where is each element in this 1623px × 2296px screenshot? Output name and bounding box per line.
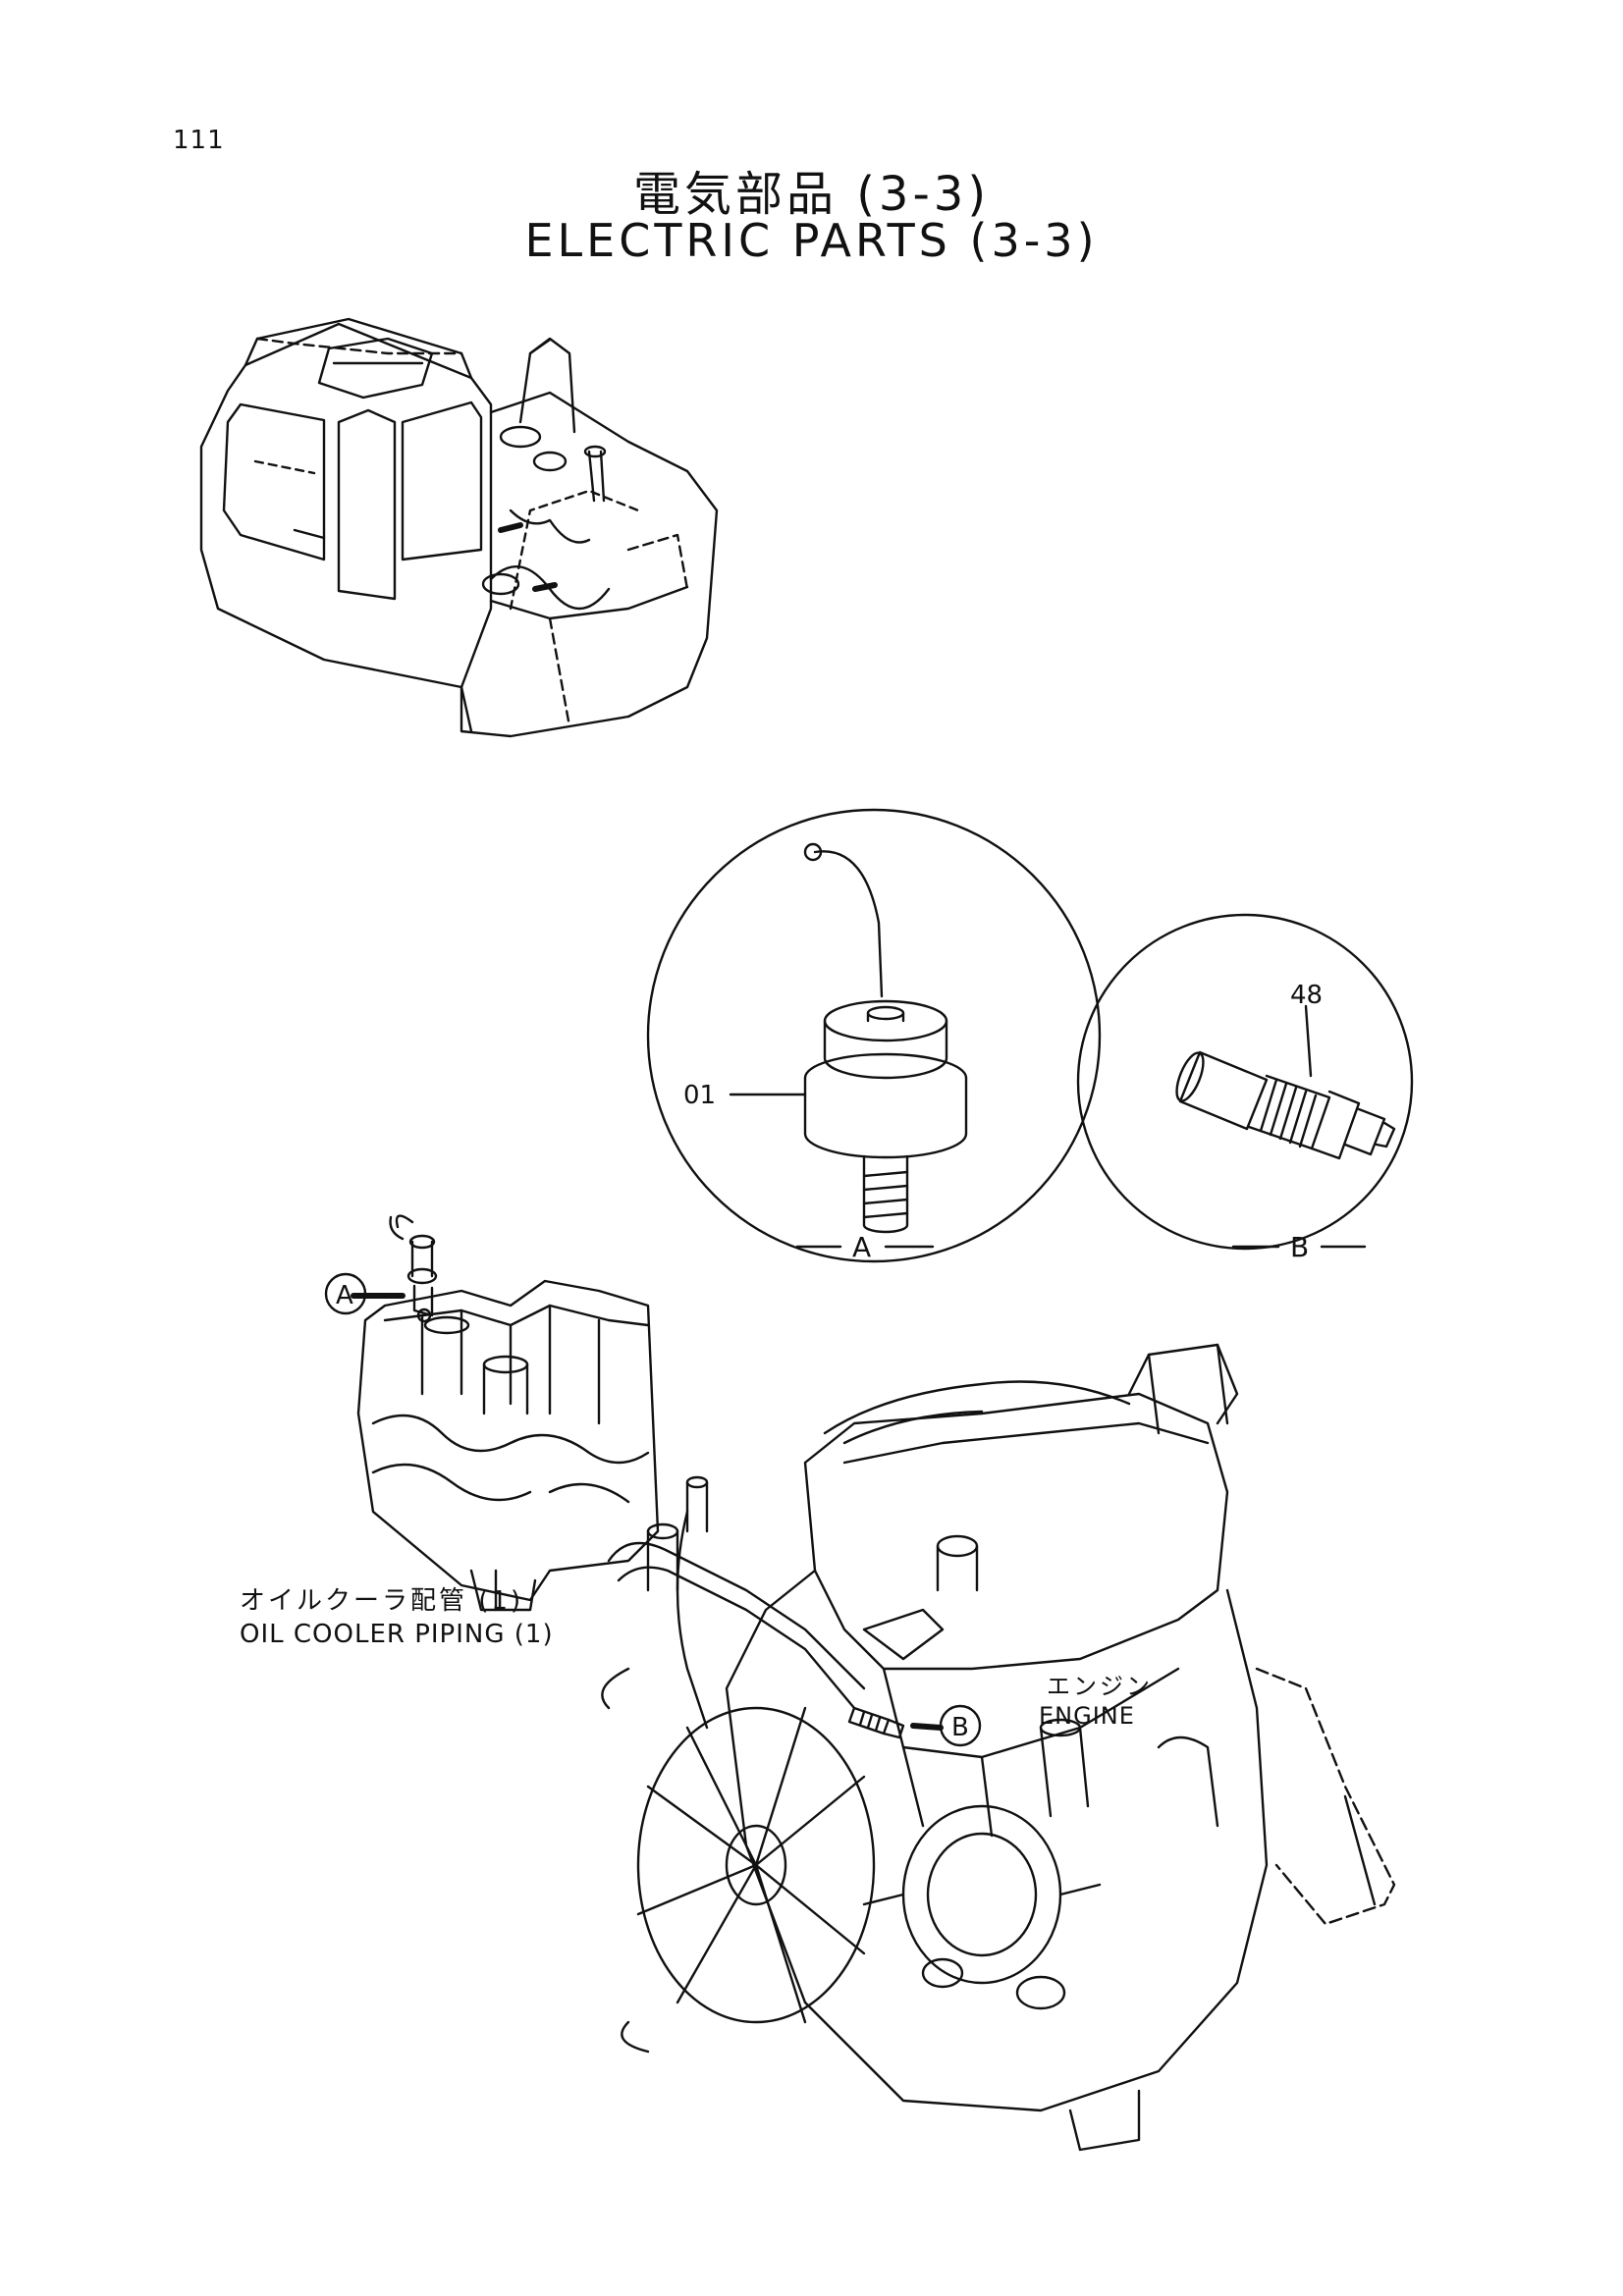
temperature-sensor-illustration — [1175, 1050, 1396, 1160]
callout-a-letter: A — [336, 1281, 353, 1310]
callout-b-letter: B — [951, 1713, 969, 1742]
page-number: 111 — [173, 126, 225, 155]
engine-label-jp: エンジン — [1047, 1673, 1153, 1700]
detail-label-a: A — [852, 1231, 871, 1263]
oil-cooler-piping-label-en: OIL COOLER PIPING (1) — [240, 1620, 554, 1649]
part-number-48: 48 — [1290, 981, 1323, 1010]
oil-cooler-piping-label-jp: オイルクーラ配管 (1) — [240, 1586, 524, 1616]
engine-illustration — [601, 1343, 1396, 2152]
pressure-switch-illustration — [803, 999, 968, 1234]
part-number-01: 01 — [683, 1081, 716, 1110]
callout-b: B — [939, 1704, 982, 1747]
detail-label-b: B — [1290, 1231, 1309, 1263]
detail-view-a: 01 A — [646, 808, 1102, 1263]
callout-a: A — [324, 1272, 367, 1315]
page-title-japanese: 電気部品 (3-3) — [632, 167, 991, 222]
control-valve-illustration — [351, 1214, 660, 1612]
engine-label-en: ENGINE — [1039, 1702, 1135, 1730]
excavator-illustration — [199, 317, 719, 738]
detail-view-b: 48 B — [1076, 913, 1414, 1263]
page-title-english: ELECTRIC PARTS (3-3) — [524, 214, 1099, 267]
